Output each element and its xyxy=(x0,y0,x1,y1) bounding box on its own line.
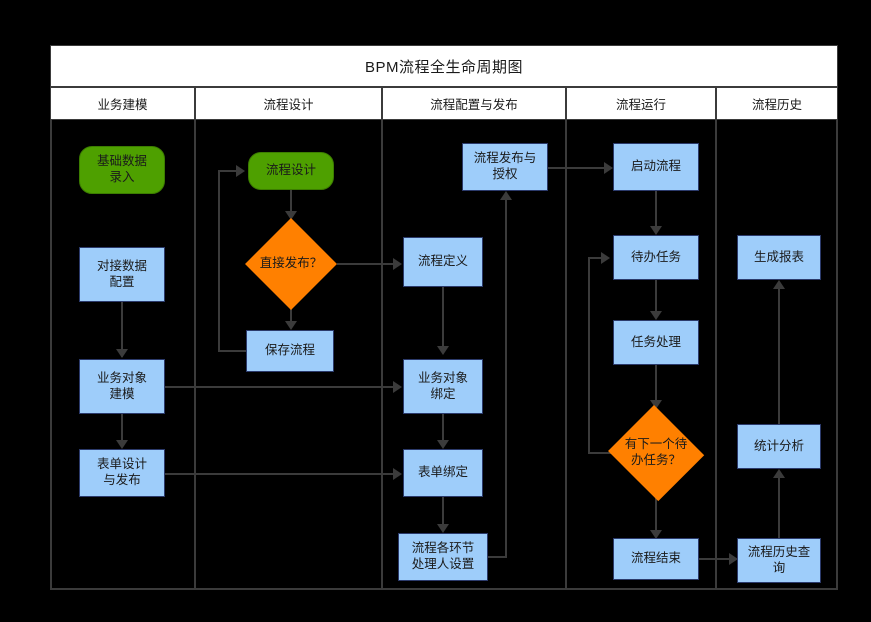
arrowhead-formdesign-to-formbind xyxy=(393,468,402,480)
edge-definition-to-objbind xyxy=(442,287,444,353)
node-process-design[interactable]: 流程设计 xyxy=(248,152,334,190)
node-statistical-analysis[interactable]: 统计分析 xyxy=(737,424,821,469)
arrowhead-save-to-design xyxy=(236,165,245,177)
edge-objmodel-to-formdesign xyxy=(121,414,123,447)
node-start-process[interactable]: 启动流程 xyxy=(613,143,699,191)
arrowhead-publishq-to-save xyxy=(285,321,297,330)
arrowhead-design-to-publishq xyxy=(285,211,297,220)
edge-save-loop-vertical xyxy=(218,170,220,352)
node-basic-data-entry[interactable]: 基础数据 录入 xyxy=(79,146,165,194)
edge-analysis-to-report xyxy=(778,289,780,427)
node-process-end[interactable]: 流程结束 xyxy=(613,538,699,580)
edge-formbind-to-assignee xyxy=(442,497,444,529)
arrowhead-objbind-to-formbind xyxy=(437,440,449,449)
diagram-title: BPM流程全生命周期图 xyxy=(50,45,838,87)
arrowhead-assignee-to-publish xyxy=(500,191,512,200)
arrowhead-history-to-analysis xyxy=(773,469,785,478)
node-data-integration[interactable]: 对接数据 配置 xyxy=(79,247,165,302)
node-form-design-publish[interactable]: 表单设计 与发布 xyxy=(79,449,165,497)
lane-divider-3 xyxy=(565,120,567,590)
arrowhead-handling-to-nextq xyxy=(650,400,662,409)
node-next-todo-task-label: 有下一个待 办任务？ xyxy=(624,437,688,467)
node-process-definition[interactable]: 流程定义 xyxy=(403,237,483,287)
edge-objmodel-to-objbind xyxy=(165,386,397,388)
edge-design-to-publishq xyxy=(290,190,292,218)
edge-todo-to-handling xyxy=(655,280,657,318)
lane-header-business-modeling: 业务建模 xyxy=(50,87,195,120)
diagram-frame xyxy=(50,45,838,590)
edge-integration-to-objmodel xyxy=(121,302,123,357)
lane-header-process-history: 流程历史 xyxy=(716,87,838,120)
edge-assignee-right xyxy=(488,556,507,558)
arrowhead-nextq-to-todo xyxy=(601,252,610,264)
node-task-handling[interactable]: 任务处理 xyxy=(613,320,699,365)
node-publish-authorize[interactable]: 流程发布与 授权 xyxy=(462,143,548,191)
arrowhead-end-to-history xyxy=(729,553,738,565)
node-todo-task[interactable]: 待办任务 xyxy=(613,235,699,280)
edge-objbind-to-formbind xyxy=(442,414,444,446)
edge-formdesign-to-formbind xyxy=(165,473,397,475)
arrowhead-todo-to-handling xyxy=(650,311,662,320)
edge-nextq-to-end xyxy=(655,494,657,537)
node-publish-directly-label: 直接发布？ xyxy=(259,256,323,271)
node-save-process[interactable]: 保存流程 xyxy=(246,330,334,372)
edge-assignee-up xyxy=(505,200,507,558)
arrowhead-objmodel-to-formdesign xyxy=(116,440,128,449)
node-business-object-bind[interactable]: 业务对象 绑定 xyxy=(403,359,483,414)
lane-divider-4 xyxy=(715,120,717,590)
arrowhead-formbind-to-assignee xyxy=(437,524,449,533)
edge-handling-to-nextq xyxy=(655,365,657,407)
arrowhead-publishq-to-definition xyxy=(393,258,402,270)
edge-end-to-history xyxy=(699,558,733,560)
lane-header-config-publish: 流程配置与发布 xyxy=(382,87,566,120)
edge-publish-to-start xyxy=(548,167,608,169)
edge-start-to-todo xyxy=(655,191,657,233)
arrowhead-definition-to-objbind xyxy=(437,346,449,355)
lane-divider-1 xyxy=(194,120,196,590)
arrowhead-publish-to-start xyxy=(604,162,613,174)
node-next-todo-task[interactable]: 有下一个待 办任务？ xyxy=(606,405,706,501)
edge-publishq-to-save xyxy=(290,303,292,328)
edge-publishq-to-definition xyxy=(337,263,397,265)
edge-history-to-analysis xyxy=(778,478,780,538)
arrowhead-nextq-to-end xyxy=(650,530,662,539)
node-assignee-setup[interactable]: 流程各环节 处理人设置 xyxy=(398,533,488,581)
node-generate-report[interactable]: 生成报表 xyxy=(737,235,821,280)
node-form-binding[interactable]: 表单绑定 xyxy=(403,449,483,497)
arrowhead-objmodel-to-objbind xyxy=(393,381,402,393)
edge-save-loop-top xyxy=(218,170,240,172)
arrowhead-analysis-to-report xyxy=(773,280,785,289)
arrowhead-integration-to-objmodel xyxy=(116,349,128,358)
node-publish-directly[interactable]: 直接发布？ xyxy=(245,218,337,310)
edge-save-loop-bottom xyxy=(218,350,248,352)
edge-nextq-loop-bottom xyxy=(588,452,612,454)
node-business-object-model[interactable]: 业务对象 建模 xyxy=(79,359,165,414)
edge-nextq-loop-top xyxy=(588,257,605,259)
node-history-query[interactable]: 流程历史查 询 xyxy=(737,538,821,583)
lane-divider-2 xyxy=(381,120,383,590)
lane-header-process-design: 流程设计 xyxy=(195,87,382,120)
arrowhead-start-to-todo xyxy=(650,226,662,235)
lane-header-process-runtime: 流程运行 xyxy=(566,87,716,120)
edge-nextq-loop-vertical xyxy=(588,257,590,454)
